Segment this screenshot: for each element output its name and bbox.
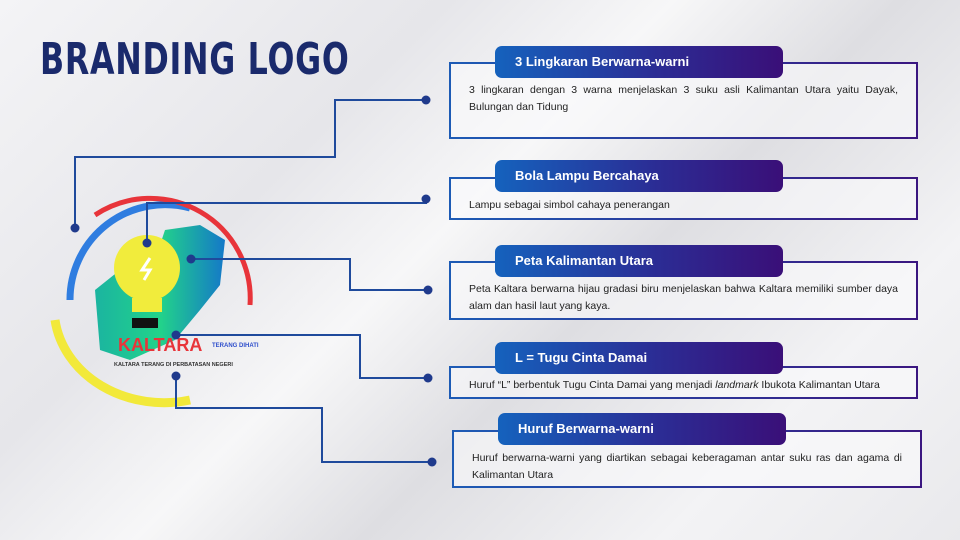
- heading-map: Peta Kalimantan Utara: [495, 245, 783, 277]
- page-title: BRANDING LOGO: [40, 34, 350, 85]
- bulb: [114, 235, 180, 301]
- yellow-ring: [50, 319, 191, 408]
- heading-tugu: L = Tugu Cinta Damai: [495, 342, 783, 374]
- heading-circles: 3 Lingkaran Berwarna-warni: [495, 46, 783, 78]
- bulb-base: [132, 318, 158, 328]
- logo-subtitle: KALTARA TERANG DI PERBATASAN NEGERI: [114, 362, 233, 368]
- heading-letters: Huruf Berwarna-warni: [498, 413, 786, 445]
- info-card-letters: Huruf berwarna-warni yang diartikan seba…: [452, 430, 922, 488]
- connector-lines: [74, 99, 432, 463]
- logo-tagline: TERANG DIHATI: [212, 343, 259, 349]
- connector-dots: [70, 95, 437, 467]
- kaltara-logo: KALTARA TERANG DIHATI KALTARA TERANG DI …: [50, 195, 259, 408]
- red-ring: [93, 195, 253, 306]
- blue-ring: [66, 201, 191, 301]
- logo-text: KALTARA: [118, 335, 202, 355]
- heading-bulb: Bola Lampu Bercahaya: [495, 160, 783, 192]
